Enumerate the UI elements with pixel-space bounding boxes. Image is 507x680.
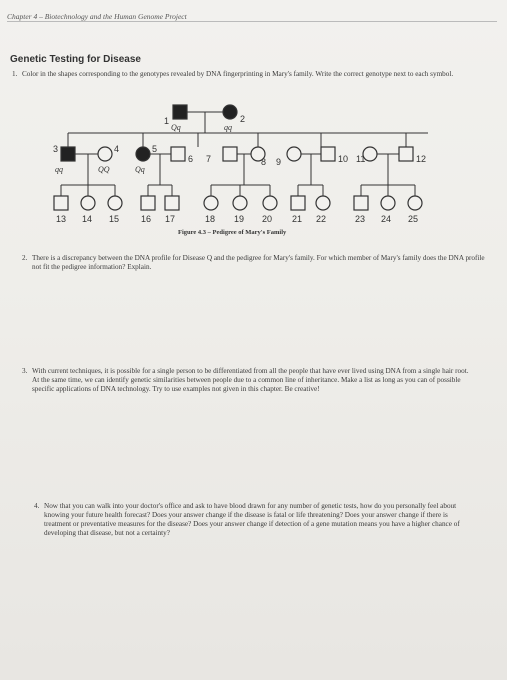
- individual-9: [286, 146, 302, 162]
- individual-15: [107, 195, 123, 211]
- genotype-annotation: qq: [55, 165, 63, 174]
- individual-label: 23: [355, 214, 365, 224]
- individual-label: 10: [338, 154, 348, 164]
- question-2: 2. There is a discrepancy between the DN…: [22, 254, 487, 272]
- individual-25: [407, 195, 423, 211]
- individual-18: [203, 195, 219, 211]
- individual-label: 3: [53, 144, 58, 154]
- individual-5: [135, 146, 151, 162]
- individual-label: 6: [188, 154, 193, 164]
- chapter-header: Chapter 4 – Biotechnology and the Human …: [7, 12, 187, 21]
- question-number: 1.: [12, 70, 18, 78]
- question-text: With current techniques, it is possible …: [32, 367, 469, 393]
- individual-label: 8: [261, 157, 266, 167]
- question-number: 3.: [22, 367, 28, 375]
- question-3: 3. With current techniques, it is possib…: [22, 367, 469, 394]
- individual-21: [290, 195, 306, 211]
- individual-label: 1: [164, 116, 169, 126]
- individual-14: [80, 195, 96, 211]
- individual-19: [232, 195, 248, 211]
- individual-12: [398, 146, 414, 162]
- individual-label: 22: [316, 214, 326, 224]
- individual-label: 13: [56, 214, 66, 224]
- question-4: 4. Now that you can walk into your docto…: [34, 502, 474, 538]
- individual-label: 24: [381, 214, 391, 224]
- individual-24: [380, 195, 396, 211]
- individual-label: 18: [205, 214, 215, 224]
- individual-23: [353, 195, 369, 211]
- individual-label: 19: [234, 214, 244, 224]
- individual-label: 21: [292, 214, 302, 224]
- individual-2: [222, 104, 238, 120]
- header-divider: [7, 21, 497, 22]
- individual-label: 12: [416, 154, 426, 164]
- individual-6: [170, 146, 186, 162]
- question-number: 4.: [34, 502, 40, 510]
- individual-label: 7: [206, 154, 211, 164]
- individual-22: [315, 195, 331, 211]
- genotype-annotation: Qq: [135, 165, 145, 174]
- individual-label: 17: [165, 214, 175, 224]
- individual-label: 20: [262, 214, 272, 224]
- figure-caption: Figure 4.3 – Pedigree of Mary's Family: [178, 229, 287, 236]
- genotype-annotation: qq: [224, 123, 232, 132]
- individual-label: 25: [408, 214, 418, 224]
- genotype-annotation: QQ: [98, 165, 110, 174]
- individual-17: [164, 195, 180, 211]
- individual-label: 11: [356, 154, 365, 164]
- individual-4: [97, 146, 113, 162]
- individual-label: 15: [109, 214, 119, 224]
- question-number: 2.: [22, 254, 28, 262]
- question-text: Now that you can walk into your doctor's…: [44, 502, 460, 537]
- individual-1: [172, 104, 188, 120]
- individual-7: [222, 146, 238, 162]
- individual-20: [262, 195, 278, 211]
- individual-label: 4: [114, 144, 119, 154]
- genotype-annotation: Qq: [171, 123, 181, 132]
- question-text: Color in the shapes corresponding to the…: [22, 70, 454, 78]
- individual-label: 16: [141, 214, 151, 224]
- individual-16: [140, 195, 156, 211]
- section-title: Genetic Testing for Disease: [10, 54, 141, 65]
- question-1: 1. Color in the shapes corresponding to …: [12, 70, 482, 79]
- individual-3: [60, 146, 76, 162]
- individual-label: 5: [152, 144, 157, 154]
- individual-label: 2: [240, 114, 245, 124]
- individual-10: [320, 146, 336, 162]
- question-text: There is a discrepancy between the DNA p…: [32, 254, 485, 271]
- individual-label: 9: [276, 157, 281, 167]
- pedigree-chart: 1 2 Qq qq 3 4 5 6 7 8 9 10 11: [53, 104, 428, 224]
- individual-13: [53, 195, 69, 211]
- individual-label: 14: [82, 214, 92, 224]
